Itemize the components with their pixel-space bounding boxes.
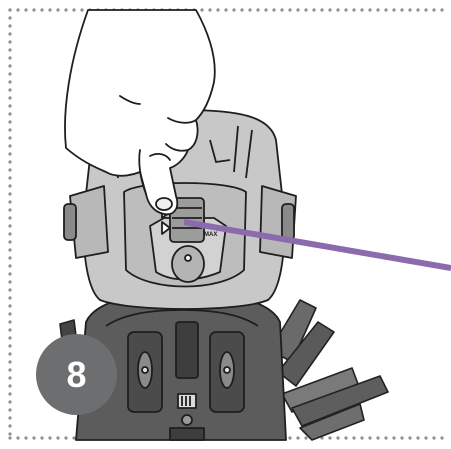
max-label: MAX: [204, 232, 217, 238]
step-number-badge: 8: [36, 334, 117, 415]
